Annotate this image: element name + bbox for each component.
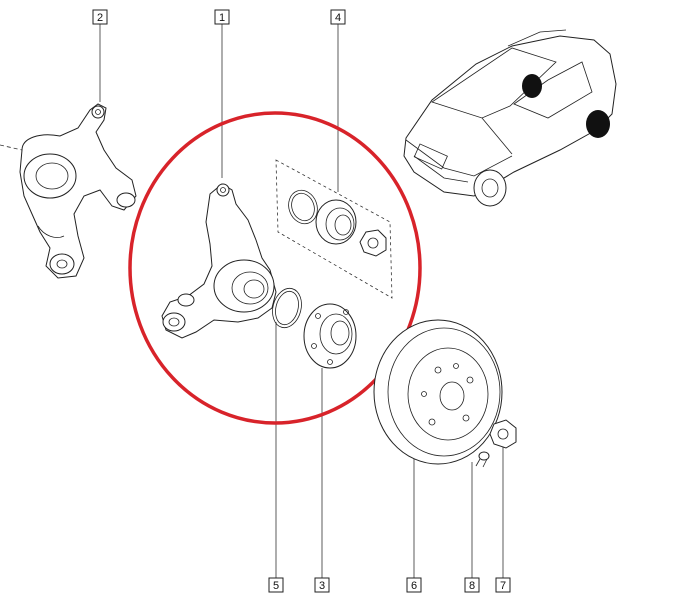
svg-text:3: 3 (319, 580, 325, 592)
bearing-kit (275, 159, 393, 299)
vehicle-illustration (403, 29, 617, 207)
wheel-hub (303, 303, 357, 369)
callout-3: 3 (314, 577, 330, 593)
drum-bolt (475, 451, 490, 468)
svg-text:6: 6 (411, 580, 417, 592)
knuckle-assembly-main (161, 183, 277, 339)
svg-text:1: 1 (219, 12, 225, 24)
svg-text:7: 7 (500, 580, 506, 592)
callout-1: 1 (214, 9, 230, 25)
callout-5: 5 (268, 577, 284, 593)
knuckle-assembly-left (0, 103, 137, 279)
svg-text:2: 2 (97, 12, 103, 24)
callout-4: 4 (330, 9, 346, 25)
brake-drum (373, 319, 503, 465)
callout-6: 6 (406, 577, 422, 593)
circlip (272, 287, 302, 329)
hub-nut (489, 419, 517, 449)
callout-7: 7 (495, 577, 511, 593)
svg-text:4: 4 (335, 12, 341, 24)
highlight-circle (128, 111, 422, 425)
callout-8: 8 (464, 577, 480, 593)
svg-text:5: 5 (273, 580, 279, 592)
svg-text:8: 8 (469, 580, 475, 592)
callout-2: 2 (92, 9, 108, 25)
